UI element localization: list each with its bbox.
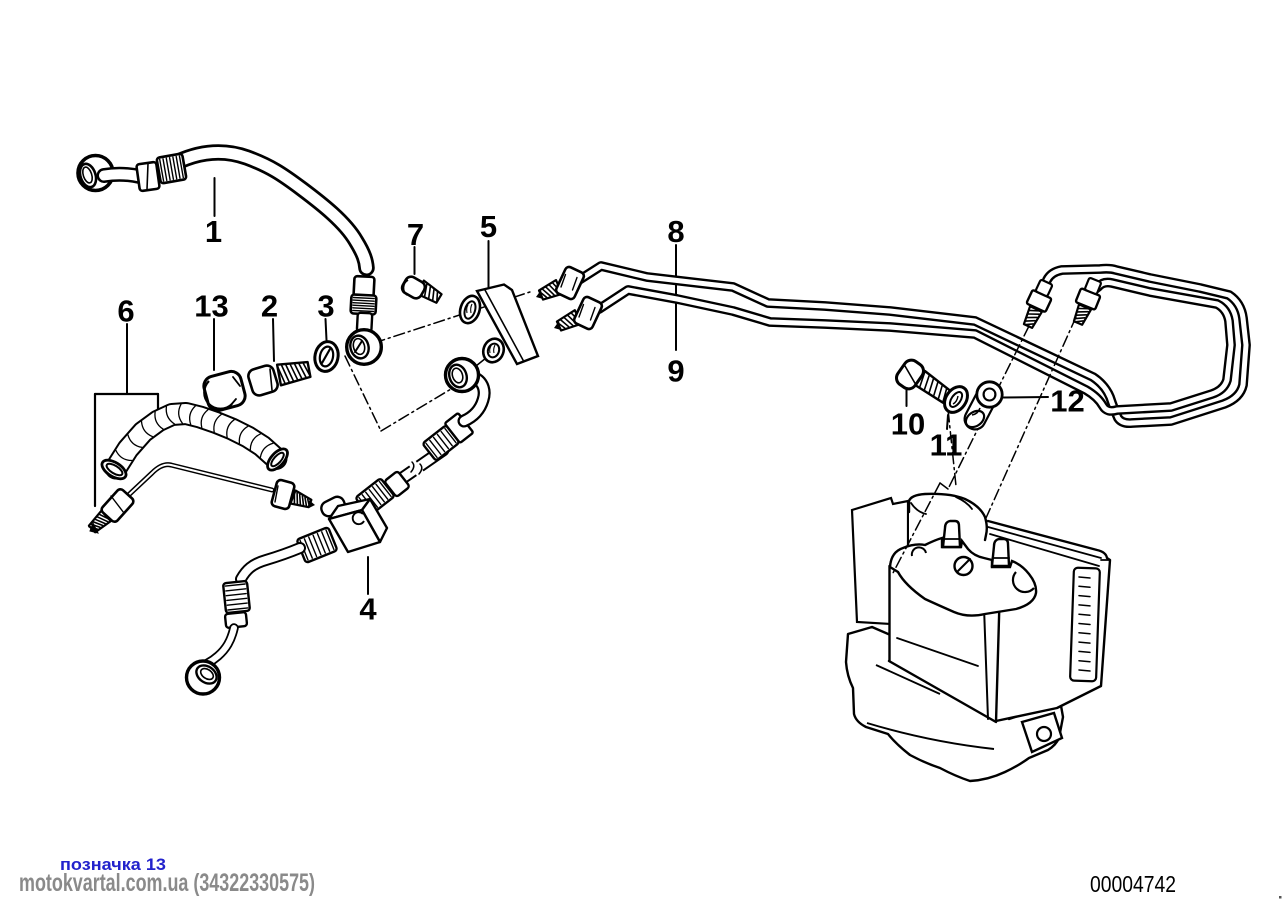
svg-text:11: 11 (930, 428, 963, 463)
svg-text:8: 8 (667, 214, 684, 249)
svg-text:motokvartal.com.ua (3432233057: motokvartal.com.ua (34322330575) (19, 869, 315, 897)
svg-text:4: 4 (359, 592, 377, 627)
svg-text:2: 2 (261, 289, 278, 324)
svg-text:13: 13 (194, 289, 228, 324)
svg-text:5: 5 (480, 209, 497, 244)
svg-text:7: 7 (407, 217, 424, 252)
svg-text:6: 6 (117, 294, 134, 329)
svg-text:00004742: 00004742 (1090, 871, 1176, 897)
svg-text:1: 1 (205, 214, 222, 249)
svg-text:12: 12 (1050, 384, 1084, 419)
svg-text:10: 10 (891, 407, 925, 442)
svg-text:3: 3 (317, 289, 334, 324)
svg-text:9: 9 (667, 354, 684, 389)
